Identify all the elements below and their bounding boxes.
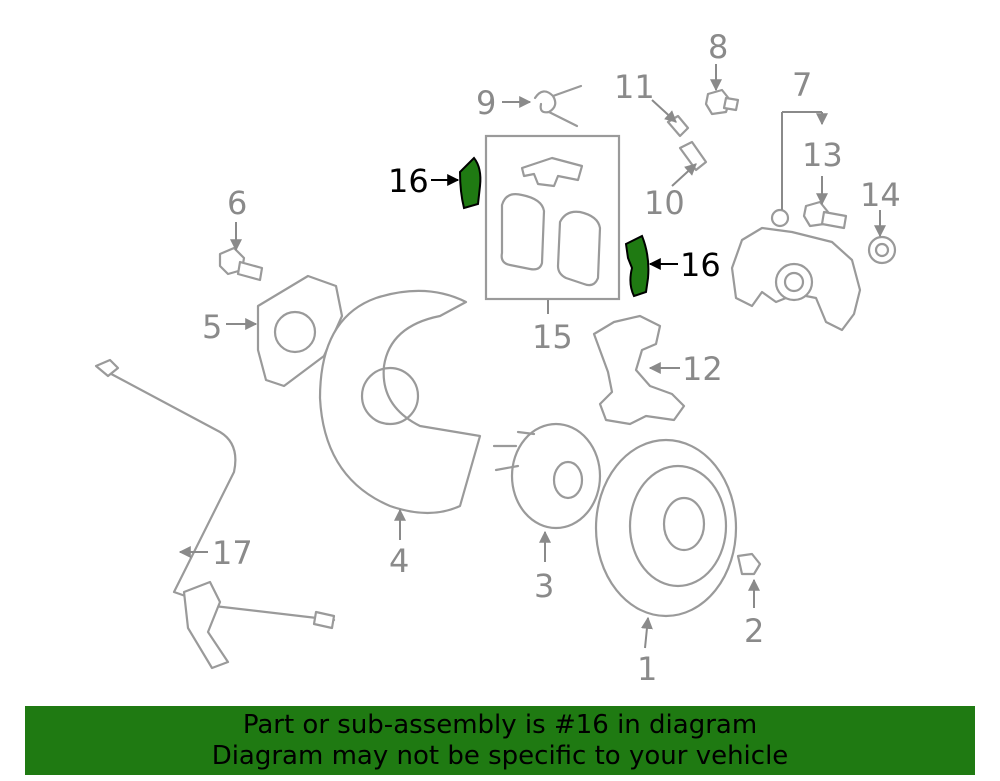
callout-13: 13 bbox=[802, 136, 843, 174]
banner-line-2: Diagram may not be specific to your vehi… bbox=[211, 740, 789, 771]
part-7-caliper bbox=[730, 208, 862, 332]
callout-14: 14 bbox=[860, 176, 901, 214]
callout-10: 10 bbox=[644, 184, 685, 222]
callout-9: 9 bbox=[476, 84, 496, 122]
part-2-screw bbox=[736, 552, 762, 576]
info-banner: Part or sub-assembly is #16 in diagram D… bbox=[25, 706, 975, 775]
callout-6: 6 bbox=[227, 184, 247, 222]
part-10-sleeve bbox=[678, 140, 708, 172]
callout-4: 4 bbox=[389, 542, 409, 580]
part-16-clip-right bbox=[624, 234, 650, 298]
part-1-rotor bbox=[594, 438, 738, 618]
banner-line-1: Part or sub-assembly is #16 in diagram bbox=[242, 709, 758, 740]
part-6-bolt bbox=[218, 246, 264, 282]
part-17-sensor-wire bbox=[94, 358, 336, 670]
callout-5: 5 bbox=[202, 308, 222, 346]
part-12-bracket bbox=[592, 314, 686, 426]
part-9-spring bbox=[533, 84, 583, 128]
callout-12: 12 bbox=[682, 350, 723, 388]
callout-17: 17 bbox=[212, 534, 253, 572]
callout-7: 7 bbox=[792, 66, 812, 104]
part-15-pad-kit bbox=[484, 134, 621, 301]
callout-3: 3 bbox=[534, 567, 554, 605]
brake-assembly-diagram: 1 2 3 4 5 6 7 8 9 10 11 12 13 14 15 17 1… bbox=[94, 28, 901, 688]
part-4-dust-shield bbox=[318, 289, 482, 515]
callout-8: 8 bbox=[708, 28, 728, 66]
part-13-bolt bbox=[802, 200, 848, 230]
leader-lines bbox=[178, 64, 886, 649]
part-16-clip-left bbox=[458, 156, 482, 210]
callout-15: 15 bbox=[532, 318, 573, 356]
part-11-bleeder bbox=[666, 114, 690, 138]
callout-16-right: 16 bbox=[680, 246, 721, 284]
callout-1: 1 bbox=[637, 650, 657, 688]
part-14-cap bbox=[867, 235, 897, 265]
callout-16-left: 16 bbox=[388, 162, 429, 200]
part-3-hub bbox=[492, 422, 602, 530]
callout-2: 2 bbox=[744, 612, 764, 650]
part-8-bolt bbox=[704, 88, 740, 116]
callout-11: 11 bbox=[614, 68, 655, 106]
